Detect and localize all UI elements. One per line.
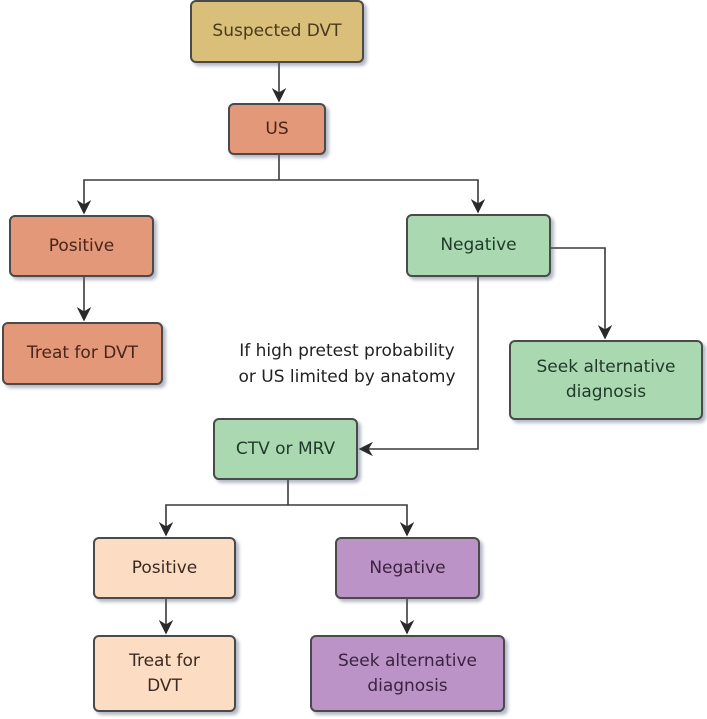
edge-us-to-negative	[279, 179, 486, 214]
node-label: US	[265, 118, 289, 139]
node-us-negative: Negative	[406, 214, 551, 277]
node-label: Positive	[48, 235, 115, 256]
node-ctv-positive-treat: Treat for DVT	[93, 635, 236, 712]
node-label: Seek alternative diagnosis	[337, 650, 477, 696]
node-us-positive: Positive	[9, 215, 154, 277]
node-label: Negative	[440, 235, 517, 255]
node-label: Treat for DVT	[26, 343, 139, 363]
node-us: US	[228, 103, 326, 155]
node-us-negative-seek-alternative: Seek alternative diagnosis	[509, 340, 703, 420]
node-us-positive-treat: Treat for DVT	[2, 322, 163, 385]
node-label: Suspected DVT	[212, 21, 342, 41]
node-label: Seek alternative diagnosis	[536, 357, 676, 402]
edge-negative-to-ctv	[358, 277, 479, 457]
edge-negative-to-seek	[551, 247, 613, 340]
node-label: CTV or MRV	[235, 438, 336, 459]
node-label: Positive	[131, 557, 198, 578]
node-ctv-positive: Positive	[93, 537, 236, 599]
node-ctv-or-mrv: CTV or MRV	[213, 418, 358, 480]
edge-ctv-to-positive	[158, 504, 288, 537]
edge-us-to-positive	[76, 179, 279, 215]
edge-ctv-to-negative	[288, 504, 415, 537]
condition-note: If high pretest probability or US limite…	[238, 341, 456, 387]
node-suspected-dvt: Suspected DVT	[190, 0, 364, 63]
node-label: Negative	[369, 557, 446, 578]
node-ctv-negative-seek-alternative: Seek alternative diagnosis	[310, 635, 505, 712]
node-ctv-negative: Negative	[335, 537, 480, 599]
node-label: Treat for DVT	[129, 650, 200, 696]
